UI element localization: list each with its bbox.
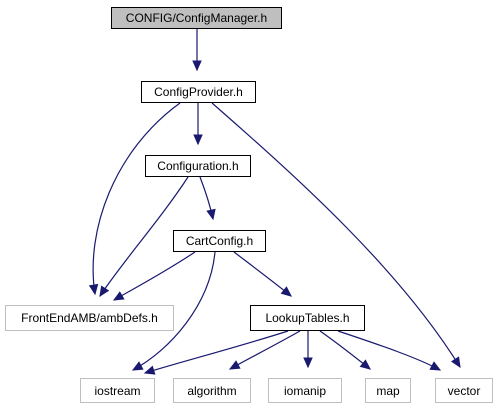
- edge-lookup-tables-to-algorithm: [229, 330, 301, 370]
- edge-lookup-tables-to-iostream: [144, 330, 289, 374]
- node-config-manager: CONFIG/ConfigManager.h: [111, 7, 282, 29]
- arrowhead-icon: [228, 360, 241, 370]
- arrowhead-icon: [359, 359, 371, 370]
- node-configuration[interactable]: Configuration.h: [145, 155, 251, 177]
- arrowhead-icon: [303, 357, 313, 369]
- arrowhead-icon: [143, 365, 156, 375]
- arrowhead-icon: [450, 356, 461, 369]
- edge-cart-config-to-iostream: [132, 251, 216, 371]
- arrowhead-icon: [206, 208, 216, 221]
- arrowhead-icon: [131, 361, 144, 371]
- node-cart-config[interactable]: CartConfig.h: [173, 230, 266, 252]
- node-vector: vector: [435, 378, 493, 403]
- node-iomanip: iomanip: [268, 378, 342, 403]
- arrowhead-icon: [192, 60, 202, 72]
- node-amb-defs: FrontEndAMB/ambDefs.h: [5, 305, 174, 331]
- node-algorithm: algorithm: [173, 378, 251, 403]
- edge-cart-config-to-lookup-tables: [233, 251, 292, 297]
- arrowhead-icon: [193, 134, 203, 146]
- node-config-provider[interactable]: ConfigProvider.h: [141, 81, 256, 103]
- edge-config-provider-to-amb-defs: [92, 102, 181, 295]
- arrowhead-icon: [99, 285, 110, 298]
- arrowhead-icon: [88, 283, 99, 296]
- edge-configuration-to-amb-defs: [99, 176, 189, 297]
- node-iostream: iostream: [80, 378, 155, 403]
- node-lookup-tables[interactable]: LookupTables.h: [250, 305, 365, 331]
- edge-config-provider-to-vector: [211, 102, 461, 368]
- arrowhead-icon: [280, 286, 292, 297]
- node-map: map: [365, 378, 411, 403]
- edge-lookup-tables-to-vector: [337, 330, 441, 371]
- arrowhead-icon: [429, 361, 442, 371]
- arrowhead-icon: [112, 291, 125, 301]
